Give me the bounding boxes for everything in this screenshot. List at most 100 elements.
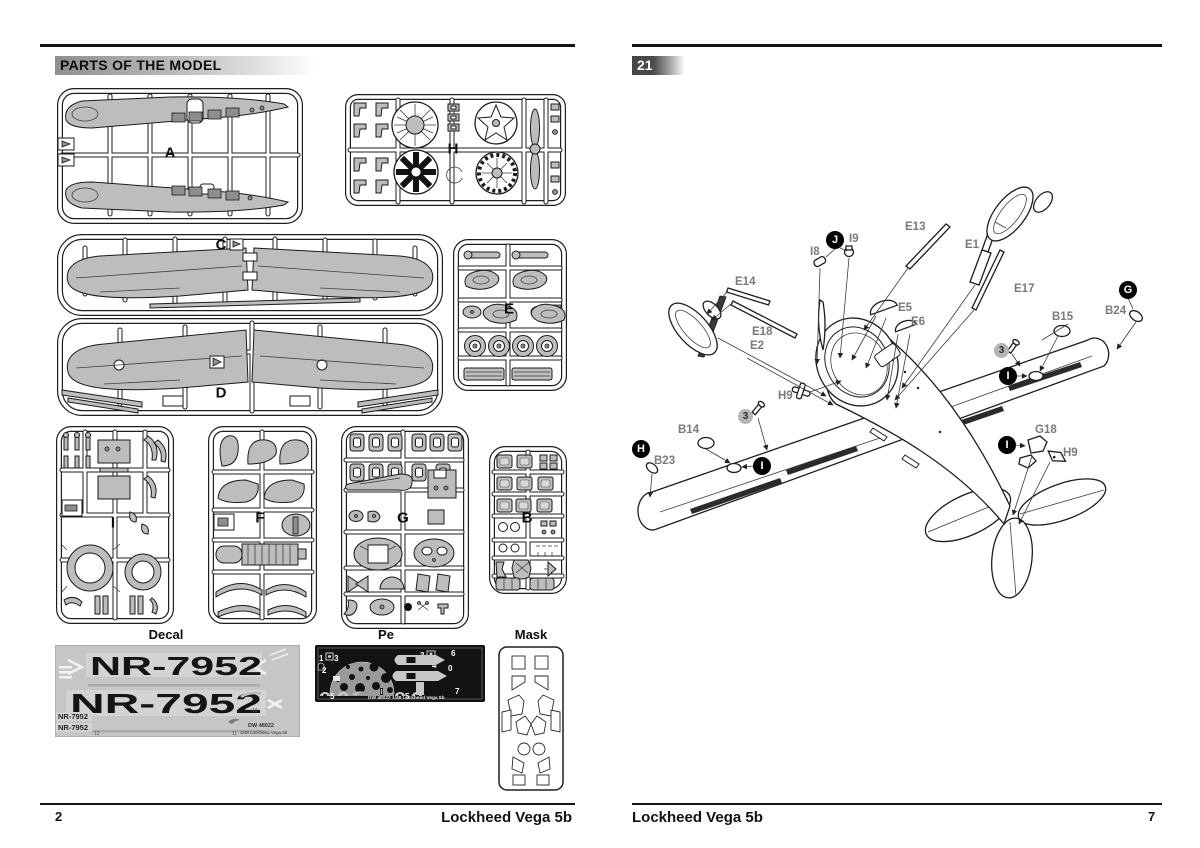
wheel-spat-right [986, 186, 1034, 242]
louvre-parts [463, 367, 553, 381]
sprue-e-drawing [453, 239, 567, 391]
scoop-e6 [894, 319, 918, 333]
decal-registration-small-top: NR-7952 [58, 712, 88, 721]
part-g18 [1018, 435, 1048, 469]
glue-badge-i-left: I [753, 457, 771, 475]
strip-parts [63, 595, 158, 615]
engine-bank-part [215, 543, 307, 566]
footer-left-title: Lockheed Vega 5b [441, 809, 572, 826]
glue-badge-j: J [826, 231, 844, 249]
part-label-e1: E1 [965, 239, 980, 251]
part-label-e13: E13 [905, 221, 926, 233]
part-label-b24: B24 [1105, 305, 1127, 317]
sprue-h-drawing [345, 94, 566, 206]
instrument-panel-part [413, 538, 455, 568]
spinner-backplate-part [474, 101, 518, 145]
part-b15 [1053, 324, 1071, 338]
part-label-b23: B23 [654, 455, 676, 467]
decal-scale-title: 1/48 Lockheed Vega 5b [240, 730, 288, 735]
cowl-ring-parts [61, 543, 162, 593]
mask-sheet [498, 646, 564, 791]
svg-text:11: 11 [232, 731, 237, 737]
sprue-g-drawing [341, 426, 469, 629]
sprue-d-drawing [57, 318, 443, 416]
part-label-g18: G18 [1035, 424, 1057, 436]
sprue-letter-i: I [110, 514, 116, 532]
glue-badge-h: H [632, 440, 650, 458]
footer-right-page-number: 7 [1148, 809, 1156, 824]
top-rule-left [40, 44, 575, 47]
cog-ring-part [475, 151, 519, 195]
part-label-e17: E17 [1014, 283, 1035, 295]
part-b24 [1129, 309, 1143, 323]
sprue-letter-g: G [397, 509, 409, 527]
propeller-part [529, 108, 541, 190]
wheel-spat-left [668, 302, 718, 356]
glue-badge-g: G [1119, 281, 1137, 299]
seatbelt-pe [392, 655, 447, 695]
tail-surfaces [924, 478, 1107, 599]
decal-registration-small-bottom: NR-7952 [58, 723, 88, 732]
sprue-c-drawing [57, 234, 443, 316]
seat-parts [97, 439, 131, 500]
small-fittings [63, 432, 91, 469]
svg-text:6: 6 [451, 649, 456, 658]
bottom-rule-left [40, 803, 575, 805]
top-rule-right [632, 44, 1162, 47]
svg-text:7: 7 [455, 687, 460, 696]
part-b14 [697, 436, 715, 450]
part-label-e14: E14 [735, 276, 756, 288]
sprue-letter-h: H [447, 140, 459, 158]
svg-text:5: 5 [330, 692, 335, 701]
part-label-h9-right: H9 [1063, 447, 1078, 459]
svg-text:4: 4 [432, 661, 437, 670]
sprue-letter-e: E [503, 300, 515, 318]
decal-sheet: NR-7952 NR-7952 NR-7952 NR-7952 12 10 11… [55, 645, 300, 737]
instrument-panel-pe [329, 661, 395, 696]
part-label-i9: I9 [849, 233, 859, 245]
seat-tub-part [353, 537, 403, 571]
svg-text:2: 2 [322, 666, 327, 675]
fuselage-half-bottom [65, 181, 290, 213]
wing-lower-part [66, 329, 434, 391]
part-label-h9-left: H9 [778, 390, 793, 402]
sprue-letter-a: A [164, 144, 176, 162]
sprue-f-drawing [208, 426, 317, 624]
svg-text:5: 5 [405, 692, 410, 701]
glue-badge-i-right: I [999, 367, 1017, 385]
part-label-b15: B15 [1052, 311, 1074, 323]
pe-code: DW 48022 1/48 Lockheed Vega 5b [368, 695, 445, 701]
sprue-letter-c: C [215, 236, 227, 254]
tailcone-part [345, 473, 413, 491]
svg-text:10: 10 [252, 708, 258, 714]
fuselage-outline [815, 298, 1011, 526]
mask-section-label: Mask [514, 627, 548, 642]
svg-text:1: 1 [319, 654, 324, 663]
part-label-b14: B14 [678, 424, 700, 436]
bottom-rule-right [632, 803, 1162, 805]
footer-right-title: Lockheed Vega 5b [632, 809, 763, 826]
sprue-letter-f: F [255, 509, 265, 527]
part-h9-right [1047, 450, 1067, 463]
wing-upper-part [66, 247, 434, 299]
part-label-e6: E6 [911, 316, 926, 328]
part-i9 [843, 245, 855, 258]
decal-registration-top: NR-7952 [90, 651, 262, 681]
assembly-diagram [637, 186, 1143, 599]
section-header: PARTS OF THE MODEL [55, 56, 315, 75]
sprue-i-drawing [56, 426, 174, 624]
screw-part-right [1006, 338, 1020, 355]
pe-section-label: Pe [378, 627, 394, 642]
glue-badge-i-tail: I [998, 436, 1016, 454]
paint-badge-left: 3 [738, 409, 753, 424]
part-label-e5: E5 [898, 302, 913, 314]
part-label-i8: I8 [810, 246, 820, 258]
decal-code: DW 48022 [248, 723, 274, 729]
leader-lines [647, 221, 1137, 525]
pe-fret: 1 3 2 3 4 6 0 5 5 7 DW 48022 1/48 Lockhe… [315, 645, 485, 702]
svg-text:0: 0 [448, 664, 453, 673]
step-number-badge: 21 [632, 56, 685, 75]
part-i8 [813, 255, 827, 268]
engine-front-part [391, 101, 439, 149]
